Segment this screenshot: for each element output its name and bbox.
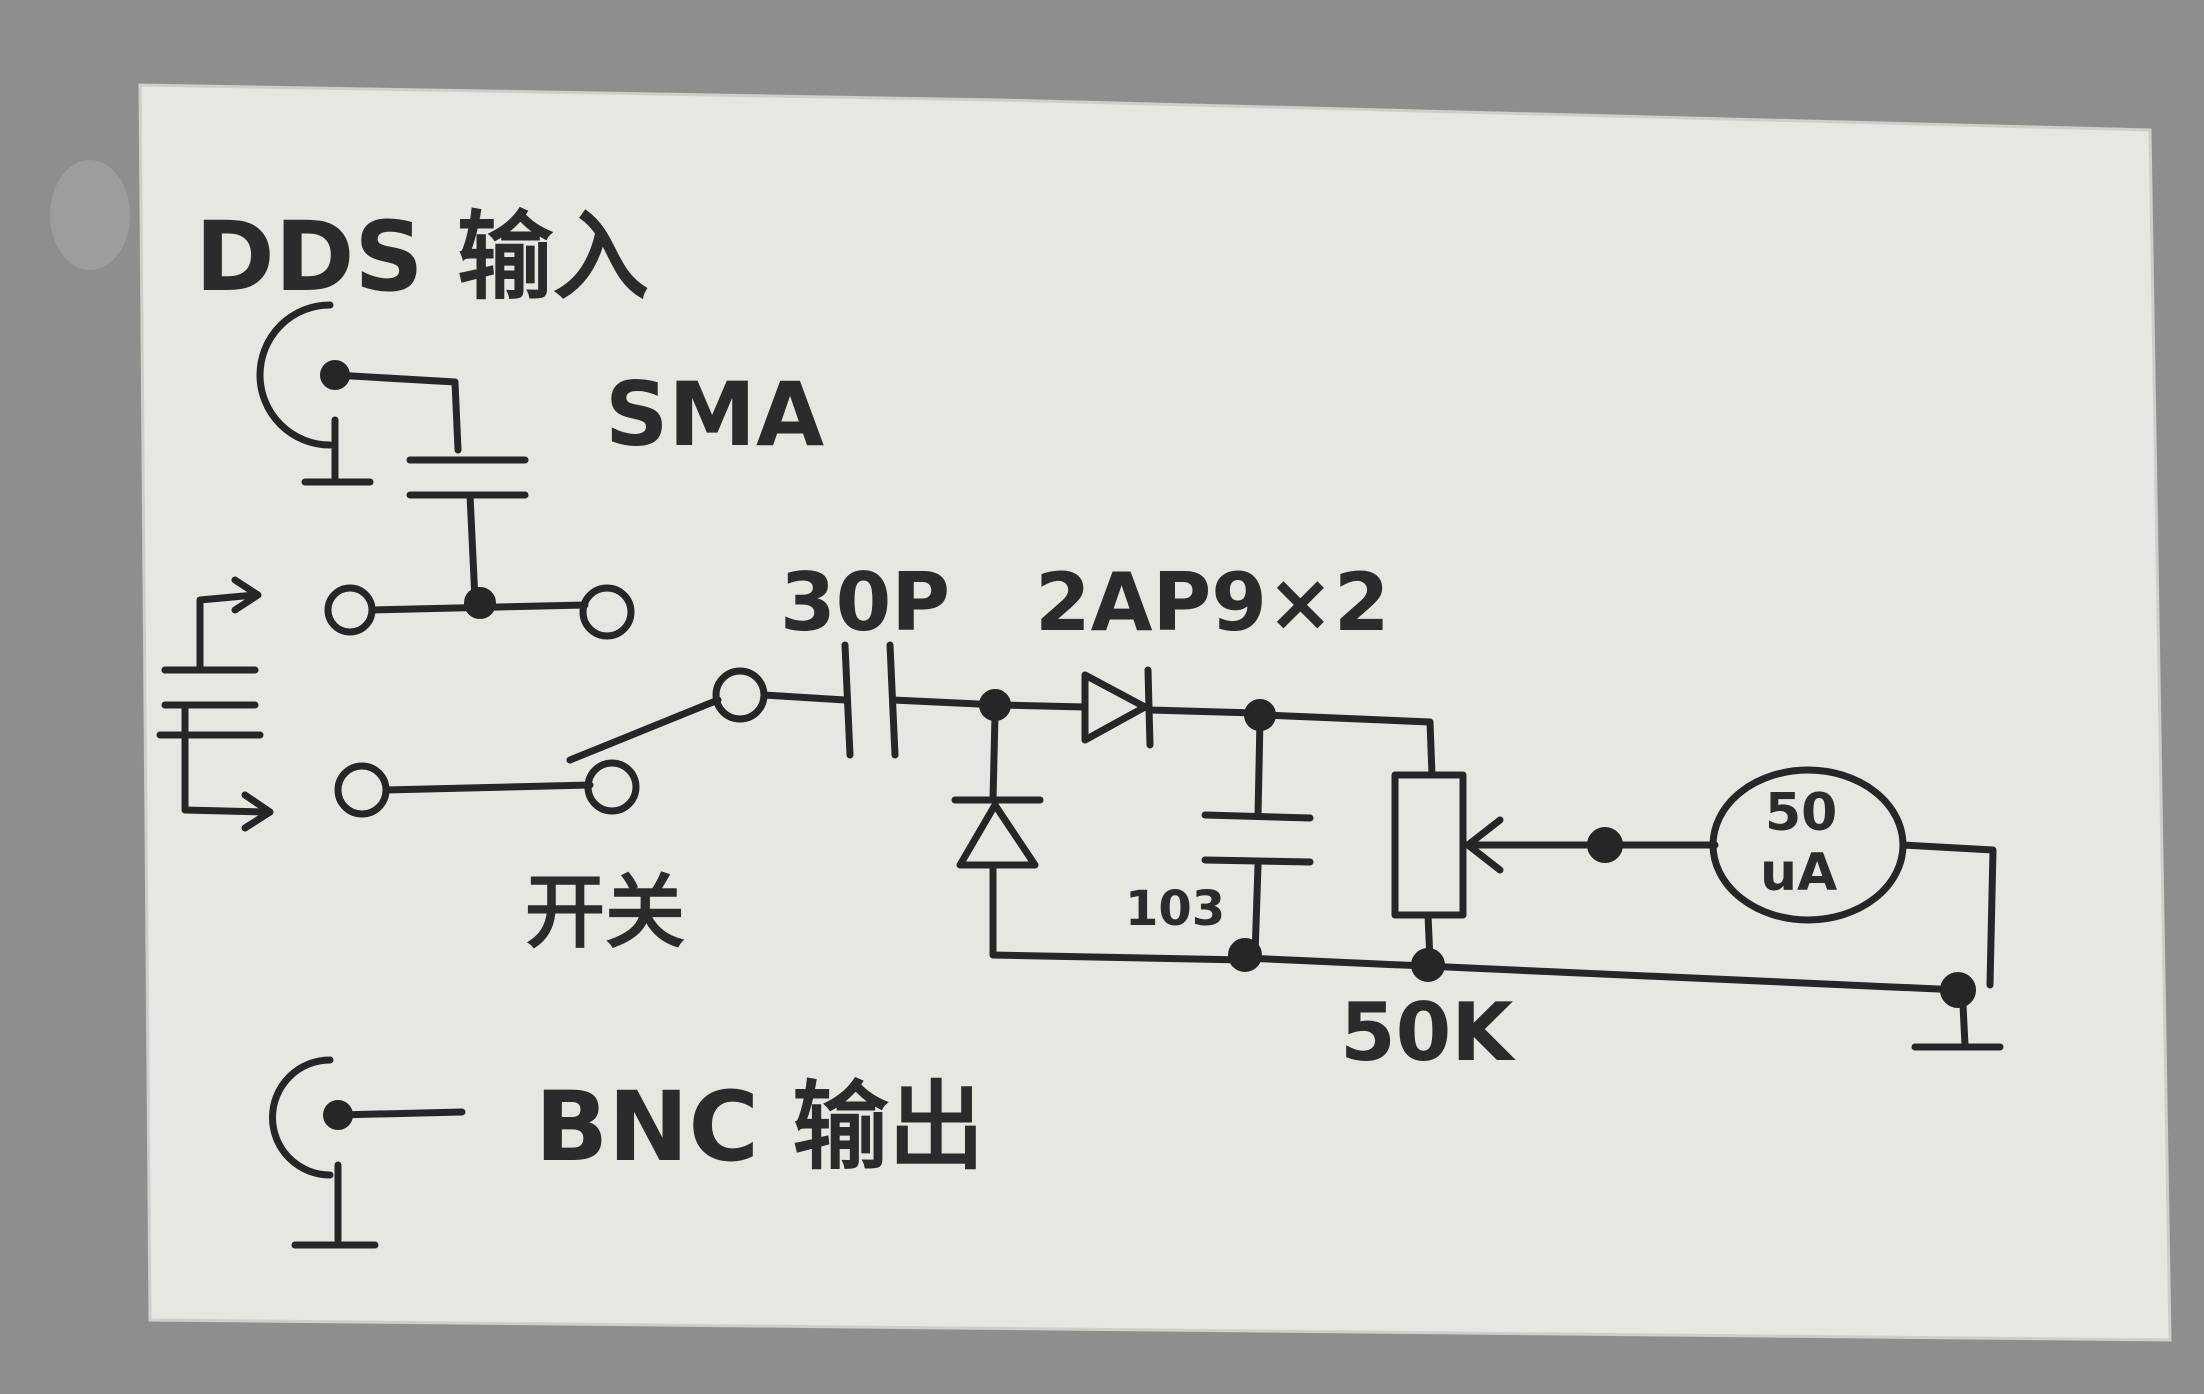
series-diode	[996, 666, 1436, 779]
meter-unit-label: uA	[1760, 843, 1837, 903]
microammeter-icon	[1709, 766, 1997, 989]
pot-50k-label: 50K	[1340, 986, 1516, 1079]
switch-label: 开关	[525, 866, 685, 959]
cap-103-label: 103	[1125, 881, 1225, 937]
ground-rail	[1241, 954, 2004, 1051]
potentiometer-50k	[1391, 771, 1719, 982]
upper-terminal-rail	[324, 584, 635, 640]
diode-2ap9-label: 2AP9×2	[1035, 556, 1390, 649]
sma-coupling-capacitor	[406, 456, 529, 604]
bnc-connector-icon	[269, 1056, 466, 1249]
shunt-diode	[951, 711, 1249, 964]
capacitor-30p	[760, 641, 1011, 759]
meter-value-label: 50	[1765, 783, 1837, 843]
sma-label: SMA	[605, 363, 824, 466]
dds-input-title: DDS 输入	[195, 201, 649, 313]
output-switch	[334, 667, 768, 818]
cap-30p-label: 30P	[780, 556, 950, 649]
sma-connector-icon	[256, 301, 462, 486]
switch-symbol-icon	[156, 576, 274, 832]
bnc-output-label: BNC 输出	[535, 1071, 984, 1183]
tape-blob	[50, 160, 130, 270]
